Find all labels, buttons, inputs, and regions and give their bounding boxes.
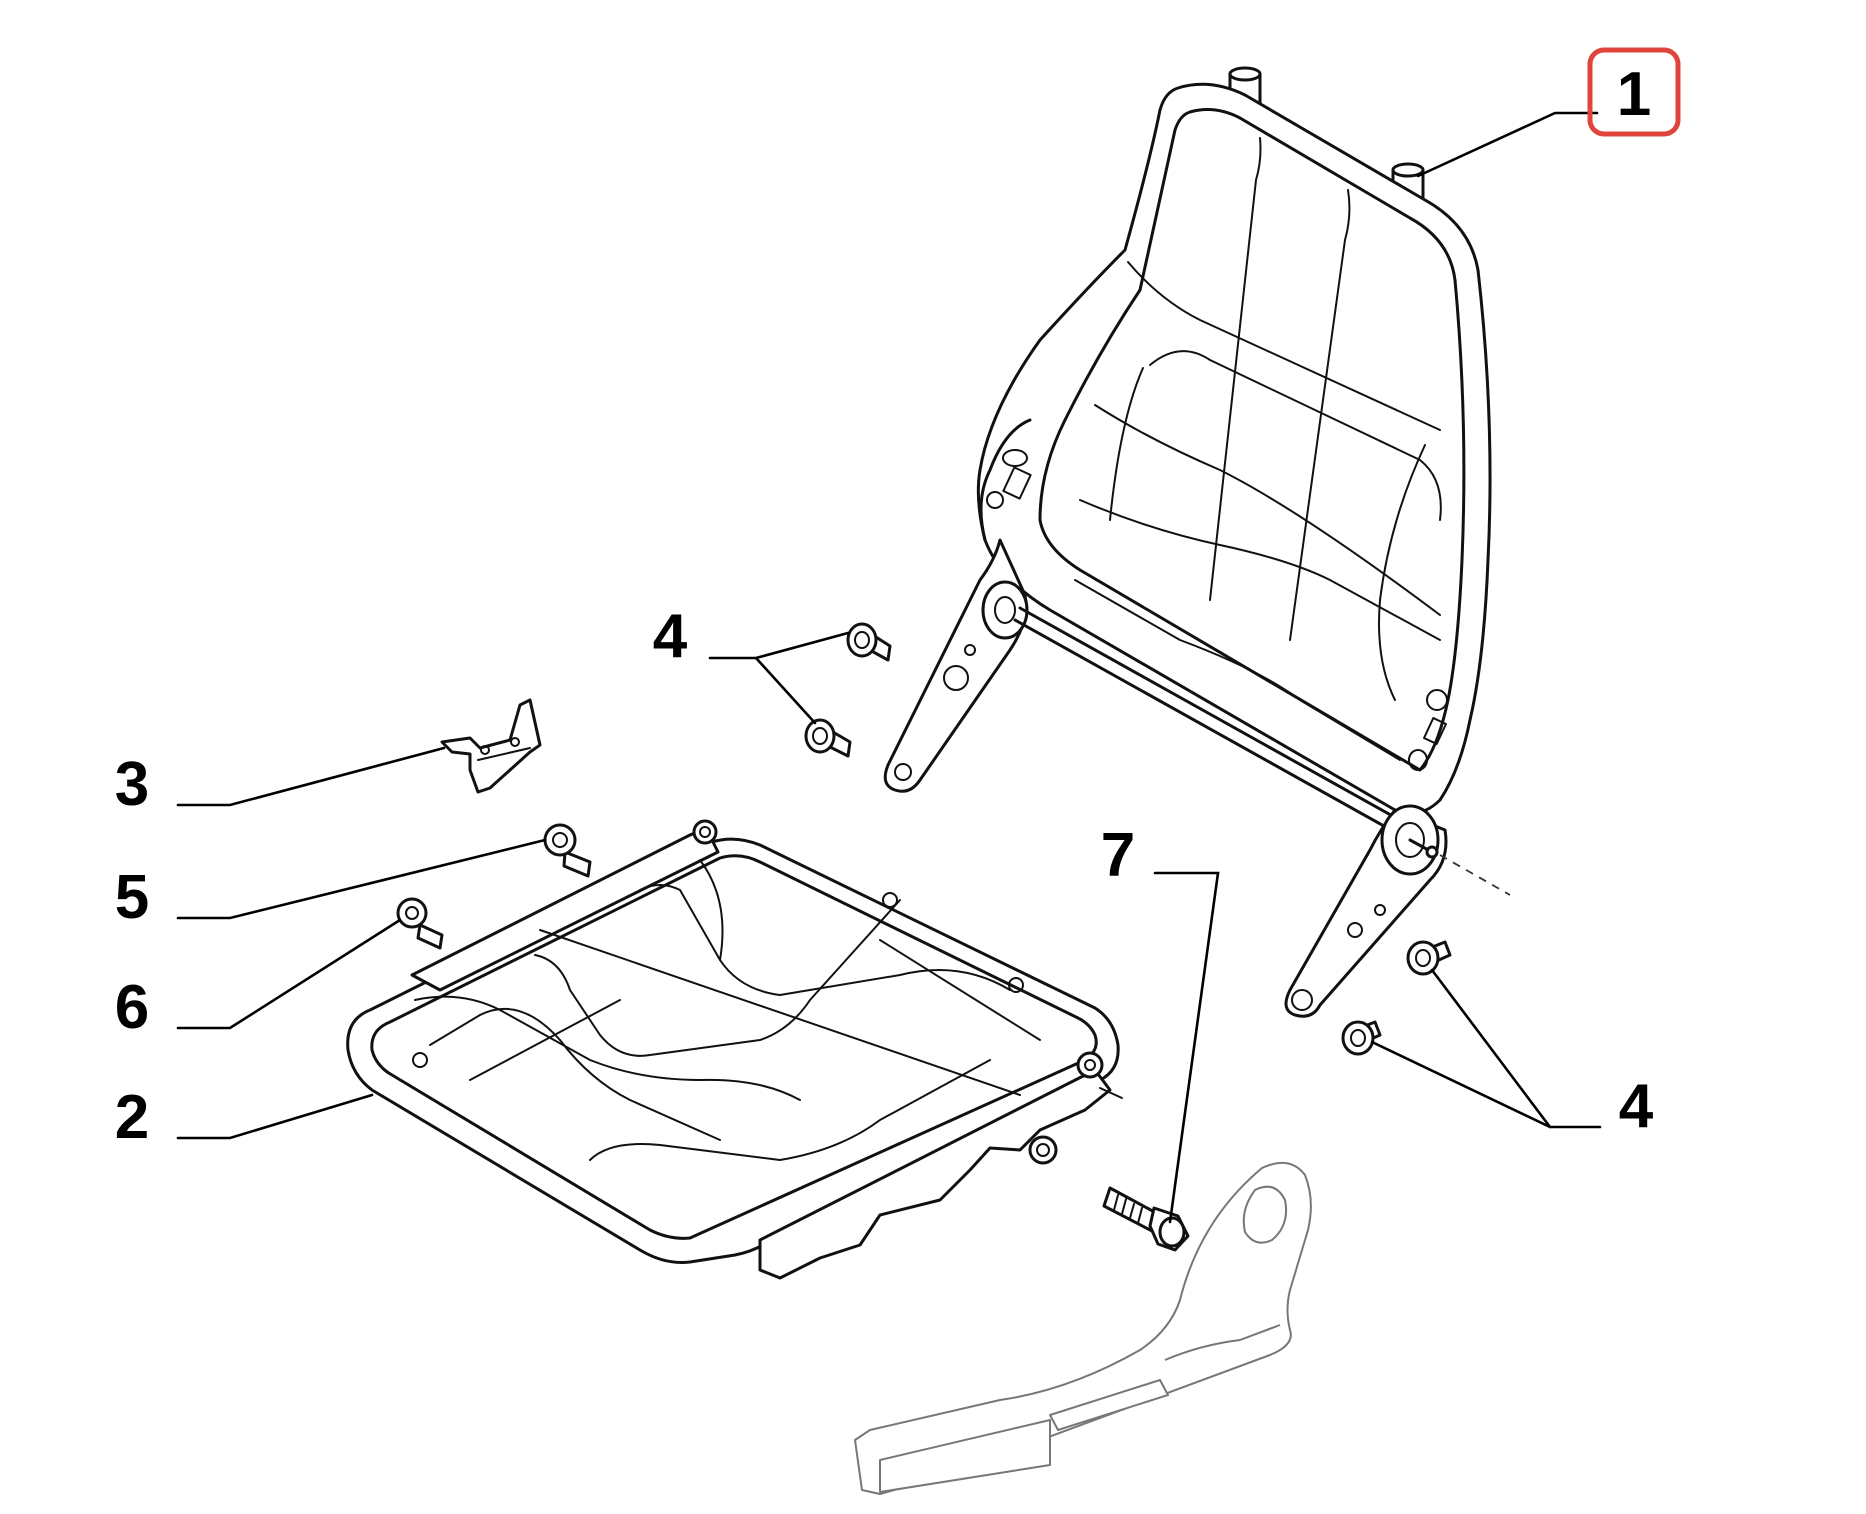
screw-5 (543, 823, 592, 878)
callout-4-right-label[interactable]: 4 (1619, 1072, 1654, 1141)
callout-6-label[interactable]: 6 (115, 973, 149, 1042)
seat-back-frame (883, 66, 1492, 1018)
callout-1-highlight (1587, 47, 1681, 137)
hinge-plate-left (883, 538, 1029, 793)
screw-6 (396, 897, 444, 950)
callout-1-label: 1 (1617, 60, 1651, 129)
bolt-7 (1102, 1186, 1190, 1252)
hinge-plate-right (1284, 804, 1448, 1018)
seat-cushion-frame (346, 819, 1123, 1280)
callout-3-label[interactable]: 3 (115, 750, 149, 819)
bolt-4-lower-right (1341, 1020, 1382, 1056)
bolt-4-upper-left (846, 622, 892, 662)
bolt-4-lower-left (804, 718, 852, 758)
bolt-4-upper-right (1406, 940, 1452, 976)
leader-lines (176, 111, 1602, 1224)
callout-5-label[interactable]: 5 (115, 863, 149, 932)
callout-1[interactable]: 1 (1587, 47, 1681, 137)
bracket-3 (440, 698, 542, 794)
callout-4-left-label[interactable]: 4 (653, 602, 688, 671)
callout-7-label[interactable]: 7 (1101, 821, 1135, 890)
axis-line (1439, 854, 1511, 896)
callout-2-label[interactable]: 2 (115, 1083, 149, 1152)
seat-side-trim (854, 1161, 1312, 1495)
